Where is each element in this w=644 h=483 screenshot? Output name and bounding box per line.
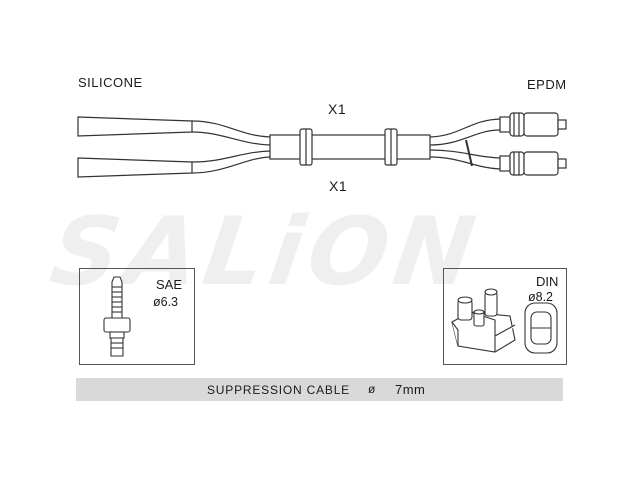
din-title: DIN	[536, 274, 559, 289]
left-boot-bottom	[77, 157, 193, 178]
din-terminal-icon	[451, 288, 558, 354]
epdm-boot-bottom	[499, 151, 567, 176]
cable-bottom-left-2	[191, 156, 271, 174]
cable-top-right-2	[429, 129, 501, 146]
cable-top-left	[191, 120, 271, 138]
quantity-bottom-label: X1	[329, 178, 348, 194]
sae-title: SAE	[156, 277, 183, 292]
sae-connector-panel: SAE ø6.3	[79, 268, 195, 365]
din-connector-panel: DIN ø8.2	[443, 268, 567, 365]
sae-diameter: ø6.3	[153, 295, 179, 309]
central-sleeve	[269, 134, 431, 160]
cable-bottom-right	[429, 149, 501, 159]
cable-bottom-left	[191, 150, 271, 163]
quantity-top-label: X1	[328, 101, 347, 117]
cable-top-right	[429, 118, 501, 138]
cable-bottom-right-2	[429, 156, 501, 170]
cable-spec-bar: SUPPRESSION CABLE ø 7mm	[76, 378, 563, 401]
sae-terminal-icon	[103, 276, 131, 357]
din-diameter: ø8.2	[528, 290, 554, 304]
cable-diameter-symbol: ø	[368, 382, 376, 396]
epdm-boot-top	[499, 112, 567, 137]
cable-top-left-2	[191, 131, 271, 146]
left-boot-top	[77, 116, 193, 137]
epdm-label: EPDM	[527, 77, 567, 92]
cable-description: SUPPRESSION CABLE	[207, 383, 350, 397]
cable-size: 7mm	[395, 382, 426, 397]
silicone-label: SILICONE	[78, 75, 143, 90]
cable-tie	[465, 139, 473, 167]
